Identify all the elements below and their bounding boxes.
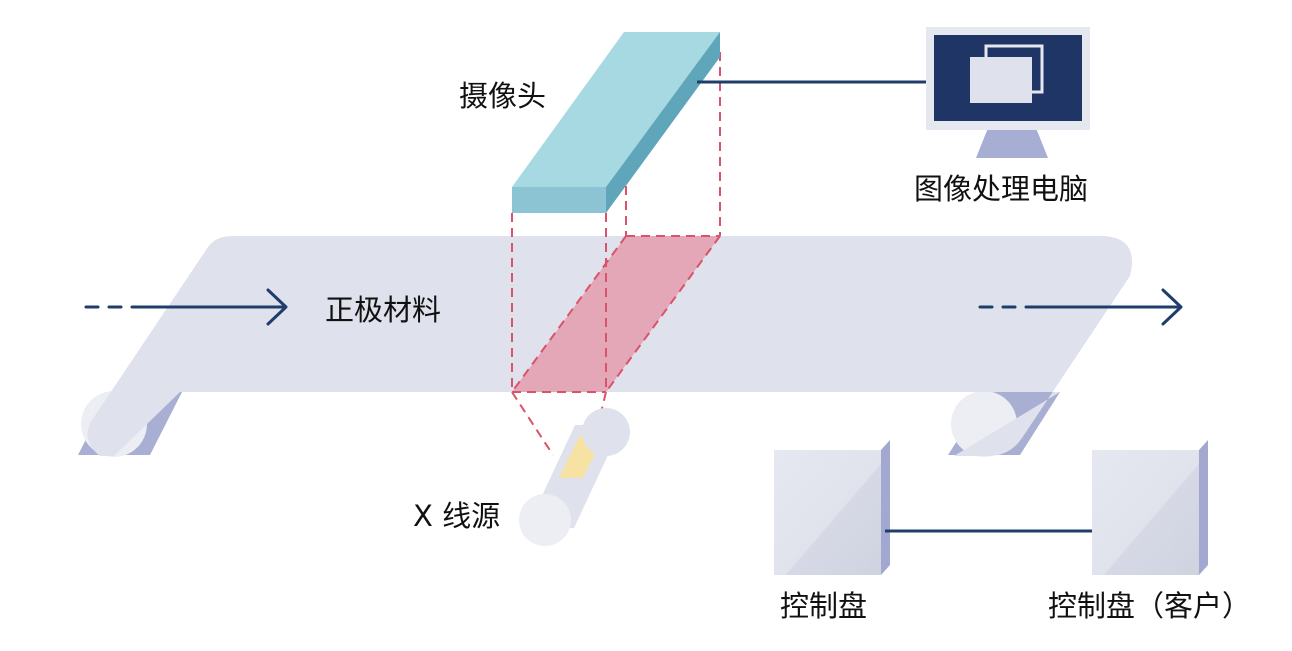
computer-label: 图像处理电脑: [914, 172, 1089, 206]
arrow-right-icon: [84, 288, 288, 326]
material-label: 正极材料: [325, 293, 442, 327]
monitor-icon: [926, 27, 1090, 158]
control-panel-label: 控制盘: [780, 589, 868, 623]
arrow-right-icon: [978, 288, 1183, 326]
xray-source-label: X 线源: [413, 499, 501, 533]
control-panel-cabinet: [774, 440, 890, 575]
client-control-panel-label: 控制盘（客户）: [1048, 589, 1252, 623]
xray-source-icon: [519, 408, 630, 546]
client-control-panel-cabinet: [1092, 440, 1208, 575]
camera-label: 摄像头: [459, 79, 547, 113]
camera-icon: [512, 32, 720, 213]
